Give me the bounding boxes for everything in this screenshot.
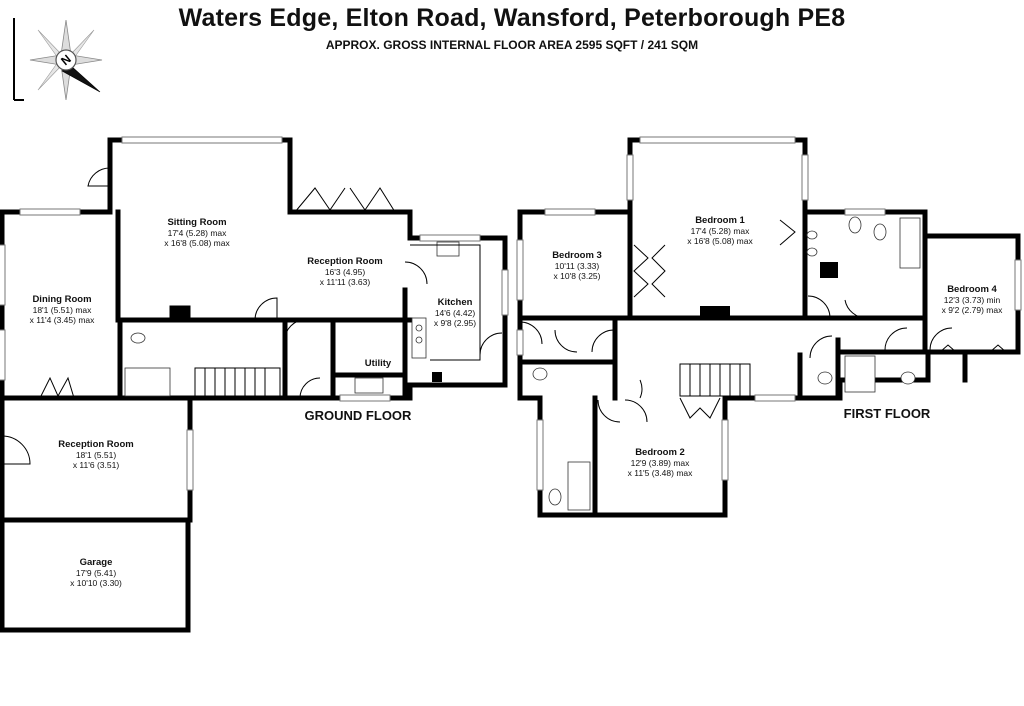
dining-room-dim2: x 11'4 (3.45) max	[30, 315, 96, 325]
garage-name: Garage	[80, 557, 113, 568]
reception-room-2-name: Reception Room	[58, 439, 133, 450]
bedroom-3-name: Bedroom 3	[552, 250, 602, 261]
bedroom-4-dim1: 12'3 (3.73) min	[944, 295, 1001, 305]
bedroom-1-name: Bedroom 1	[695, 215, 745, 226]
kitchen-name: Kitchen	[438, 297, 473, 308]
bedroom-2-name: Bedroom 2	[635, 447, 685, 458]
first-floor-label: FIRST FLOOR	[844, 406, 931, 421]
sitting-room-dim2: x 16'8 (5.08) max	[164, 238, 230, 248]
bedroom-1-dim1: 17'4 (5.28) max	[691, 226, 751, 236]
utility-name: Utility	[365, 358, 392, 369]
sitting-room-dim1: 17'4 (5.28) max	[168, 228, 228, 238]
bedroom-3-dim1: 10'11 (3.33)	[555, 261, 600, 271]
ground-stairs	[194, 367, 281, 397]
reception-room-2-dim2: x 11'6 (3.51)	[73, 460, 120, 470]
reception-room-1-dim2: x 11'11 (3.63)	[320, 277, 371, 287]
bedroom-4-dim2: x 9'2 (2.79) max	[942, 305, 1003, 315]
first-floor-plan: Bedroom 1 17'4 (5.28) max x 16'8 (5.08) …	[516, 136, 1022, 518]
dining-room-name: Dining Room	[32, 294, 91, 305]
garage-dim2: x 10'10 (3.30)	[70, 578, 122, 588]
compass-icon: N	[13, 18, 103, 101]
bedroom-4-name: Bedroom 4	[947, 284, 997, 295]
kitchen-dim1: 14'6 (4.42)	[435, 308, 476, 318]
first-stairs	[679, 363, 751, 397]
dining-room-dim1: 18'1 (5.51) max	[33, 305, 93, 315]
reception-room-1-name: Reception Room	[307, 256, 382, 267]
reception-room-2-dim1: 18'1 (5.51)	[76, 450, 117, 460]
bedroom-2-dim2: x 11'5 (3.48) max	[628, 468, 694, 478]
bedroom-2-dim1: 12'9 (3.89) max	[631, 458, 691, 468]
garage-dim1: 17'9 (5.41)	[76, 568, 117, 578]
reception-room-1-dim1: 16'3 (4.95)	[325, 267, 366, 277]
kitchen-dim2: x 9'8 (2.95)	[434, 318, 476, 328]
sitting-room-name: Sitting Room	[167, 217, 226, 228]
ground-floor-label: GROUND FLOOR	[305, 408, 412, 423]
ground-floor-plan: Sitting Room 17'4 (5.28) max x 16'8 (5.0…	[0, 136, 509, 633]
bedroom-3-dim2: x 10'8 (3.25)	[554, 271, 601, 281]
plan-title: Waters Edge, Elton Road, Wansford, Peter…	[178, 4, 846, 32]
floor-area-subtitle: APPROX. GROSS INTERNAL FLOOR AREA 2595 S…	[325, 38, 699, 52]
bedroom-1-dim2: x 16'8 (5.08) max	[687, 236, 753, 246]
